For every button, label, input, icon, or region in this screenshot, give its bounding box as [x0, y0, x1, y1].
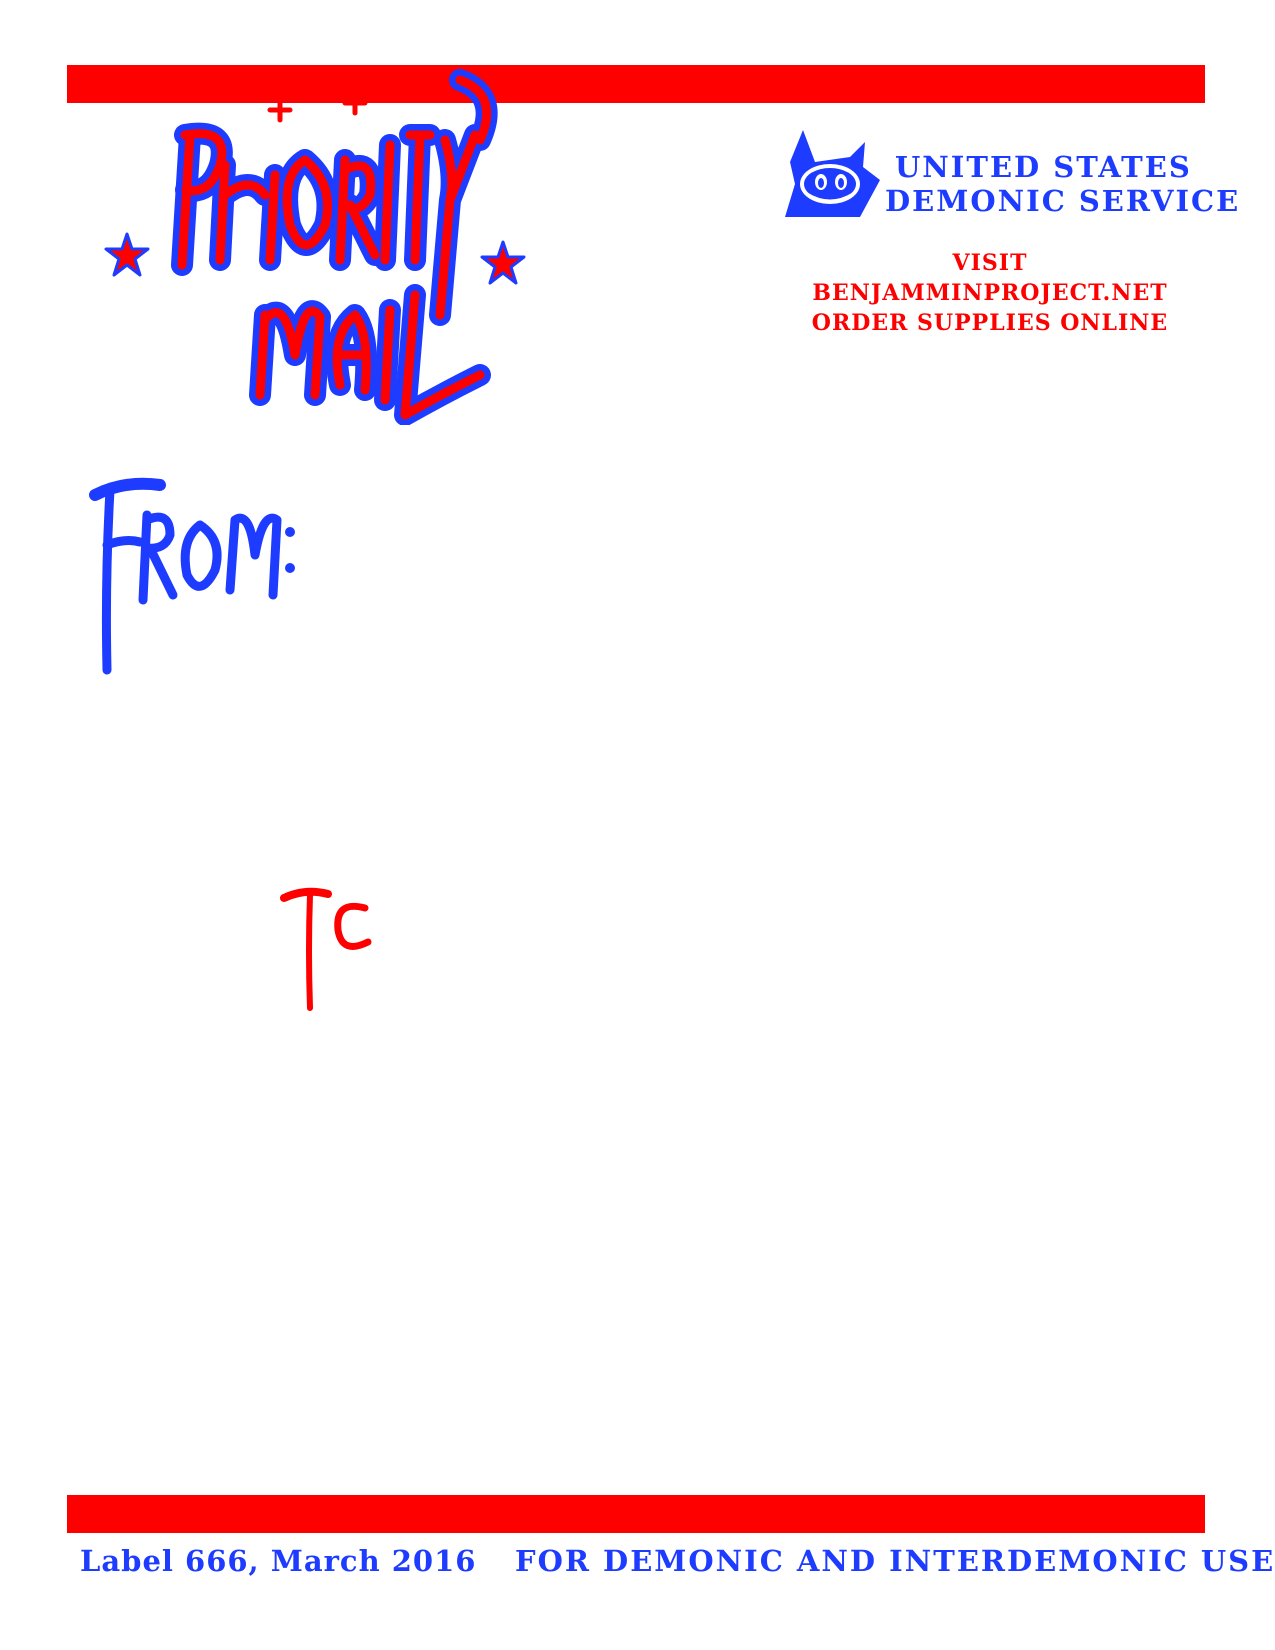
- from-label: [89, 477, 295, 675]
- star-icon-right: [480, 240, 526, 285]
- org-name-line1: UNITED STATES: [895, 150, 1192, 184]
- priority-mail-stamp: [171, 69, 498, 425]
- promo-text: VISIT BENJAMMINPROJECT.NET ORDER SUPPLIE…: [775, 248, 1205, 338]
- horned-skull-logo-icon: [785, 130, 880, 217]
- organization-name: UNITED STATES DEMONIC SERVICE: [885, 150, 1240, 218]
- usage-note: FOR DEMONIC AND INTERDEMONIC USE: [515, 1544, 1275, 1578]
- org-name-line2: DEMONIC SERVICE: [885, 184, 1241, 218]
- top-red-band: [67, 65, 1205, 103]
- to-label: [280, 887, 372, 1011]
- bottom-red-band: [67, 1495, 1205, 1533]
- label-info: Label 666, March 2016: [80, 1544, 477, 1578]
- star-icon-left: [104, 232, 150, 277]
- promo-line2: ORDER SUPPLIES ONLINE: [811, 310, 1169, 336]
- promo-line1: VISIT BENJAMMINPROJECT.NET: [812, 250, 1168, 306]
